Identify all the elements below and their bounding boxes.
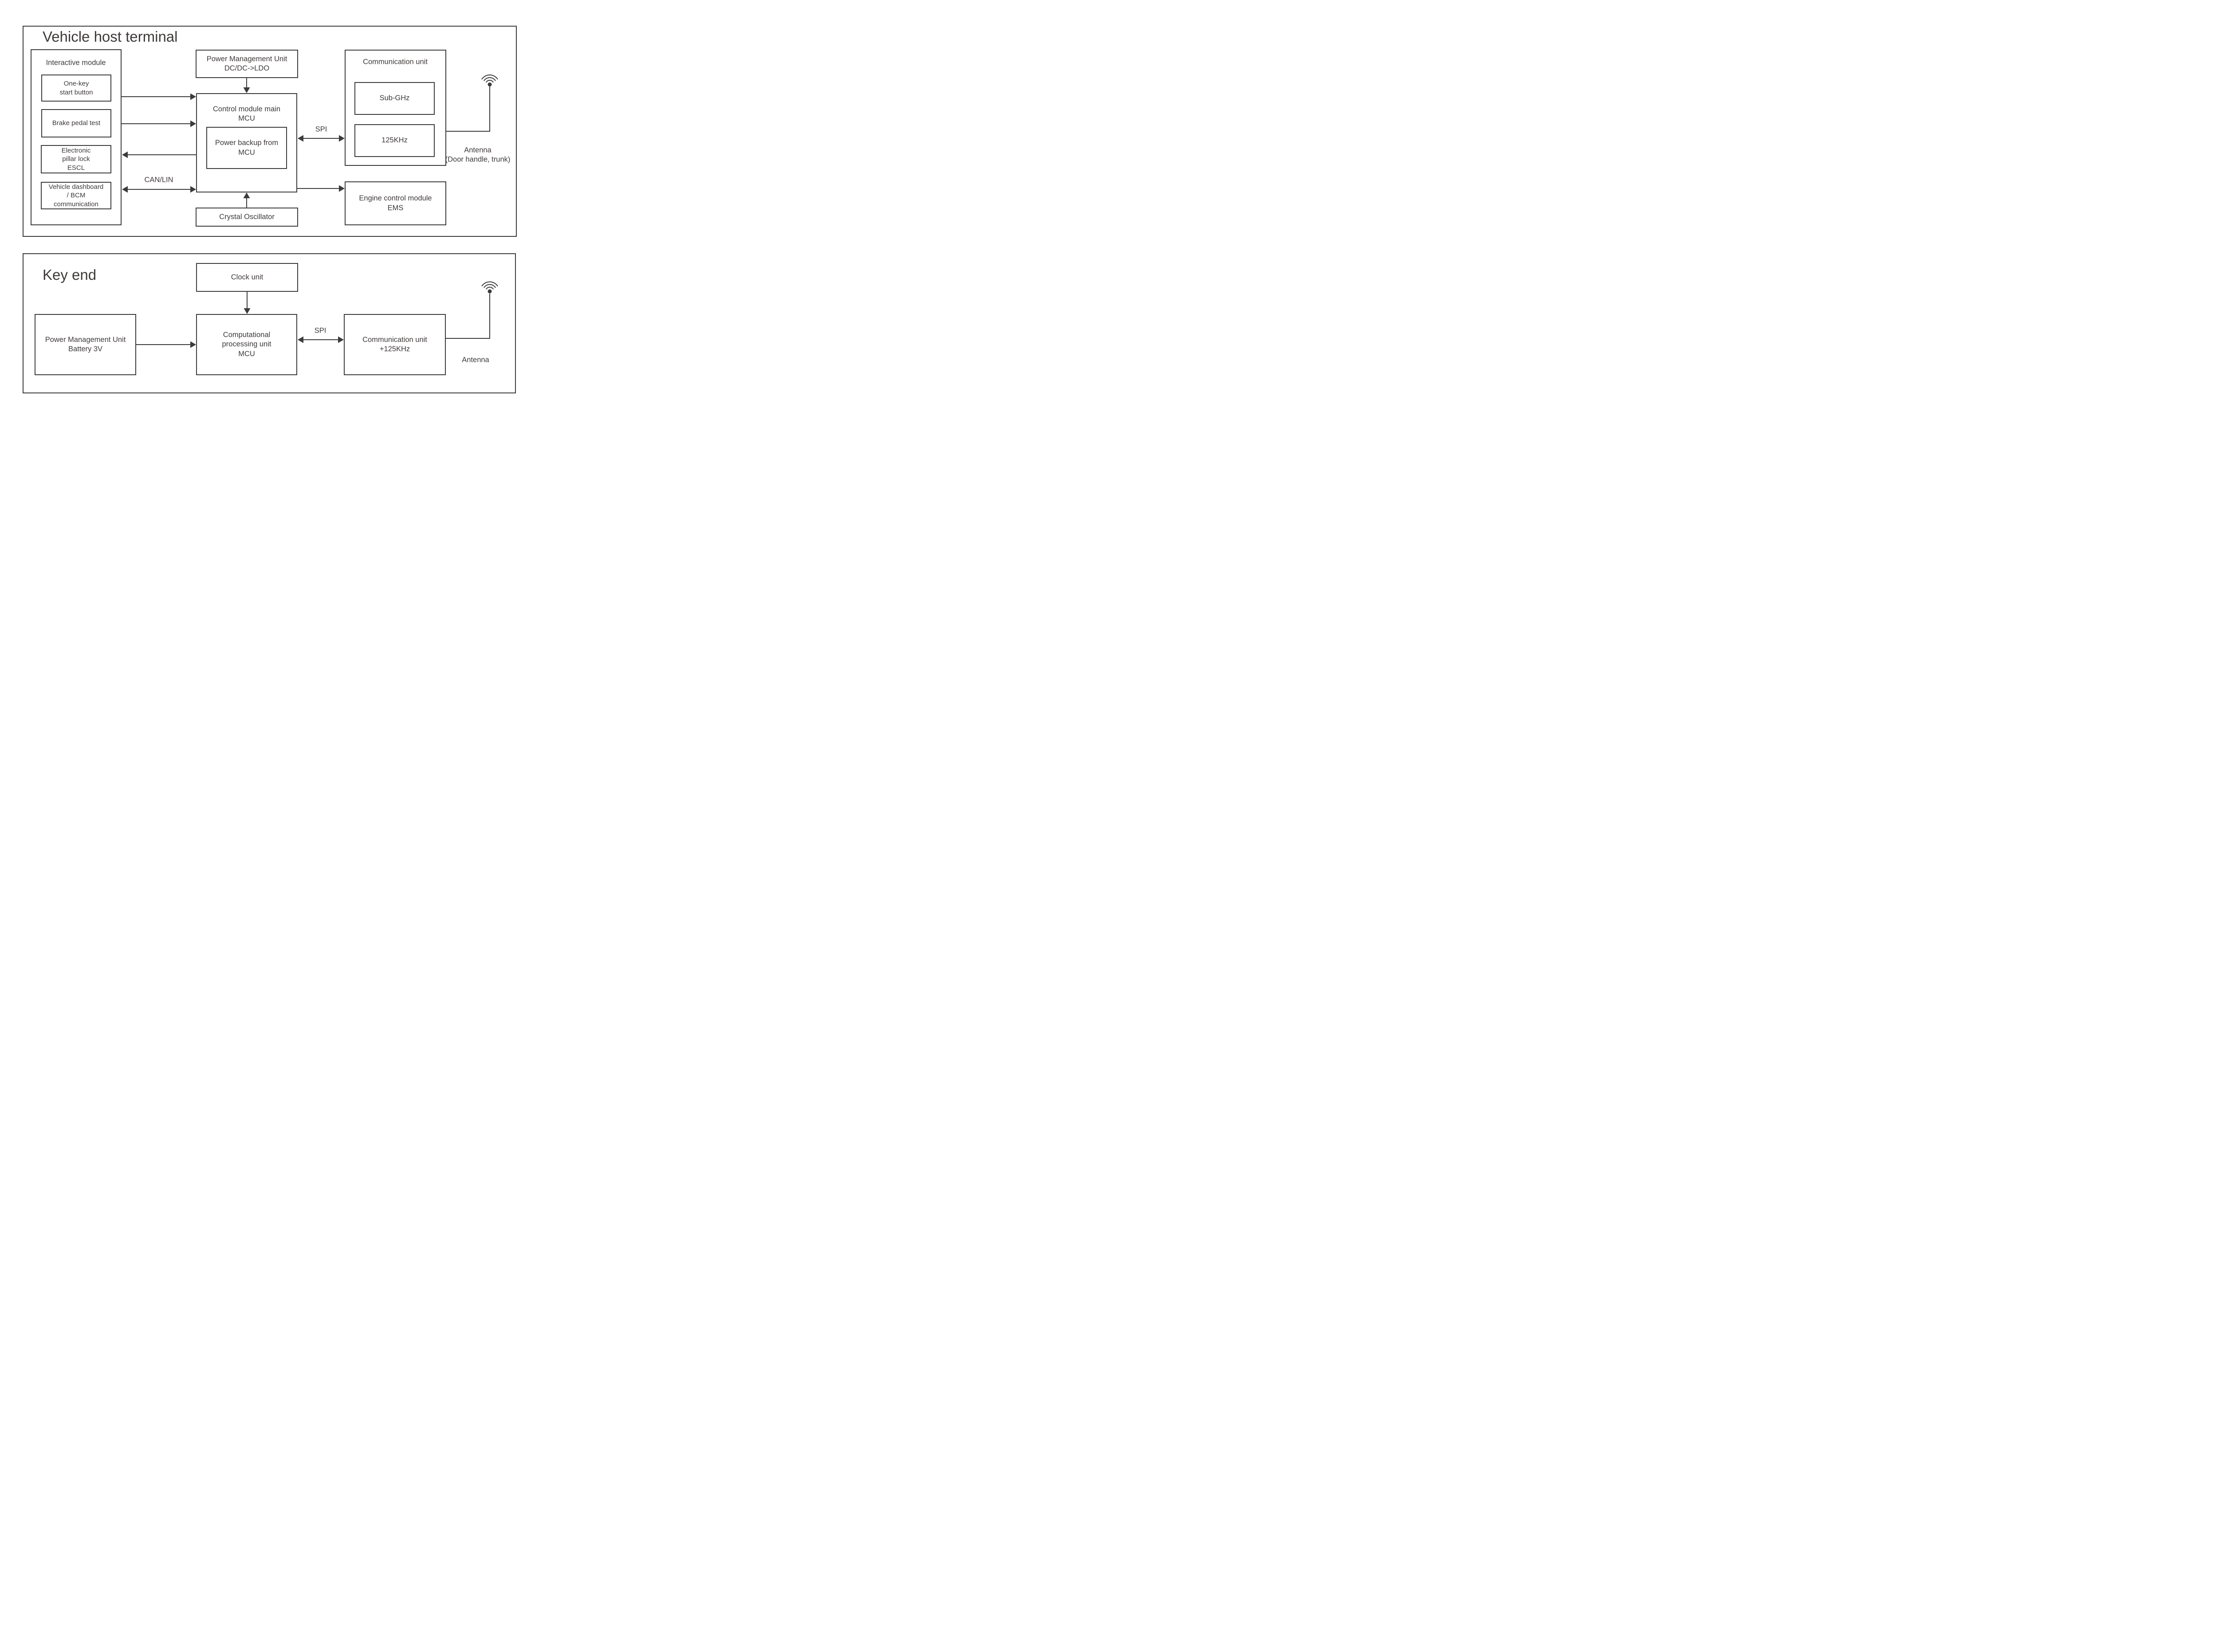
label-spi-top: SPI — [315, 125, 327, 133]
box-electronic-pillar-lock-escl: Electronic pillar lock ESCL — [41, 145, 111, 173]
interactive-module-label: Interactive module — [46, 59, 106, 67]
box-vehicle-dashboard-bcm: Vehicle dashboard / BCM communication — [41, 182, 111, 209]
box-sub-ghz: Sub-GHz — [354, 82, 435, 115]
box-one-key-start-button: One-key start button — [41, 75, 111, 102]
title-vehicle-host-terminal: Vehicle host terminal — [43, 28, 178, 45]
box-power-backup-from-mcu: Power backup from MCU — [206, 127, 287, 169]
box-communication-unit-125khz: Communication unit +125KHz — [344, 314, 446, 375]
box-power-management-unit-dcdc: Power Management Unit DC/DC->LDO — [196, 50, 298, 78]
label-antenna-bottom: Antenna — [462, 356, 489, 364]
box-brake-pedal-test: Brake pedal test — [41, 109, 111, 137]
box-engine-control-module-ems: Engine control module EMS — [345, 181, 446, 225]
diagram-canvas: Vehicle host terminal Interactive module… — [0, 0, 554, 413]
label-spi-bottom: SPI — [314, 326, 326, 335]
title-key-end: Key end — [43, 267, 97, 283]
box-power-management-unit-battery: Power Management Unit Battery 3V — [35, 314, 136, 375]
box-crystal-oscillator: Crystal Oscillator — [196, 208, 298, 227]
communication-unit-label: Communication unit — [363, 58, 428, 66]
label-can-lin: CAN/LIN — [144, 176, 173, 184]
box-125khz: 125KHz — [354, 124, 435, 157]
box-computational-processing-unit-mcu: Computational processing unit MCU — [196, 314, 297, 375]
label-antenna-top: Antenna (Door handle, trunk) — [445, 146, 511, 164]
box-clock-unit: Clock unit — [196, 263, 298, 292]
section-vehicle-host-terminal — [23, 26, 517, 237]
section-key-end — [23, 253, 516, 393]
